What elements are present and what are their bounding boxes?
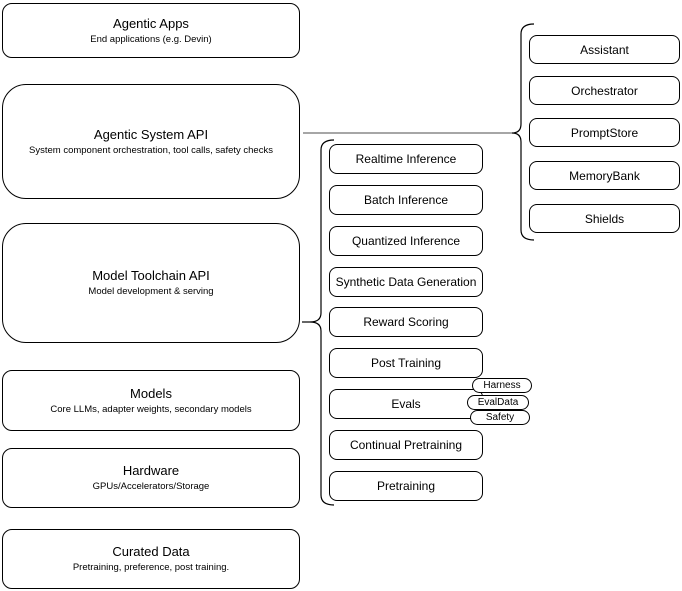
box-assistant: Assistant <box>529 35 680 64</box>
box-evals: Evals <box>329 389 483 419</box>
oval-harness: Harness <box>472 378 532 393</box>
box-agentic-apps-title: Agentic Apps <box>113 15 189 31</box>
oval-evaldata-label: EvalData <box>477 396 519 408</box>
oval-safety-label: Safety <box>485 411 515 423</box>
box-promptstore: PromptStore <box>529 118 680 147</box>
box-orchestrator: Orchestrator <box>529 76 680 105</box>
box-curated-data-title: Curated Data <box>112 544 190 559</box>
box-pretraining: Pretraining <box>329 471 483 501</box>
box-post-training-label: Post Training <box>370 356 442 370</box>
box-memorybank: MemoryBank <box>529 161 680 190</box>
box-shields: Shields <box>529 204 680 233</box>
box-agentic-apps-subtitle: End applications (e.g. Devin) <box>90 33 212 45</box>
box-realtime-inference-label: Realtime Inference <box>355 152 457 166</box>
box-agentic-system-api-subtitle: System component orchestration, tool cal… <box>29 144 273 156</box>
box-quantized-inference-label: Quantized Inference <box>351 234 461 248</box>
toolchain-brace <box>309 139 335 506</box>
box-agentic-apps: Agentic Apps End applications (e.g. Devi… <box>2 3 300 58</box>
box-evals-label: Evals <box>391 397 421 411</box>
box-orchestrator-label: Orchestrator <box>571 83 638 98</box>
box-assistant-label: Assistant <box>580 42 629 57</box>
box-model-toolchain-api: Model Toolchain API Model development & … <box>2 223 300 343</box>
box-post-training: Post Training <box>329 348 483 378</box>
box-realtime-inference: Realtime Inference <box>329 144 483 174</box>
box-shields-label: Shields <box>584 211 625 226</box>
box-batch-inference: Batch Inference <box>329 185 483 215</box>
box-agentic-system-api-title: Agentic System API <box>93 126 209 142</box>
box-models-subtitle: Core LLMs, adapter weights, secondary mo… <box>50 403 252 415</box>
components-brace <box>511 23 535 241</box>
box-models: Models Core LLMs, adapter weights, secon… <box>2 370 300 431</box>
oval-safety: Safety <box>470 410 530 425</box>
oval-evaldata: EvalData <box>467 395 529 410</box>
box-continual-pretraining: Continual Pretraining <box>329 430 483 460</box>
box-quantized-inference: Quantized Inference <box>329 226 483 256</box>
box-reward-scoring: Reward Scoring <box>329 307 483 337</box>
box-synthetic-data-generation: Synthetic Data Generation <box>329 267 483 297</box>
box-model-toolchain-api-subtitle: Model development & serving <box>88 286 214 297</box>
box-agentic-system-api: Agentic System API System component orch… <box>2 84 300 199</box>
box-models-title: Models <box>130 385 172 401</box>
box-memorybank-label: MemoryBank <box>569 168 640 183</box>
box-hardware: Hardware GPUs/Accelerators/Storage <box>2 448 300 508</box>
box-continual-pretraining-label: Continual Pretraining <box>349 438 463 452</box>
box-reward-scoring-label: Reward Scoring <box>363 315 449 329</box>
box-batch-inference-label: Batch Inference <box>363 193 449 207</box>
box-promptstore-label: PromptStore <box>570 125 639 140</box>
box-pretraining-label: Pretraining <box>376 479 436 493</box>
oval-harness-label: Harness <box>483 379 521 391</box>
box-hardware-title: Hardware <box>122 463 180 478</box>
box-curated-data-subtitle: Pretraining, preference, post training. <box>72 562 230 573</box>
box-model-toolchain-api-title: Model Toolchain API <box>92 268 210 283</box>
box-synthetic-data-generation-label: Synthetic Data Generation <box>335 275 477 289</box>
box-hardware-subtitle: GPUs/Accelerators/Storage <box>92 481 210 492</box>
box-curated-data: Curated Data Pretraining, preference, po… <box>2 529 300 589</box>
